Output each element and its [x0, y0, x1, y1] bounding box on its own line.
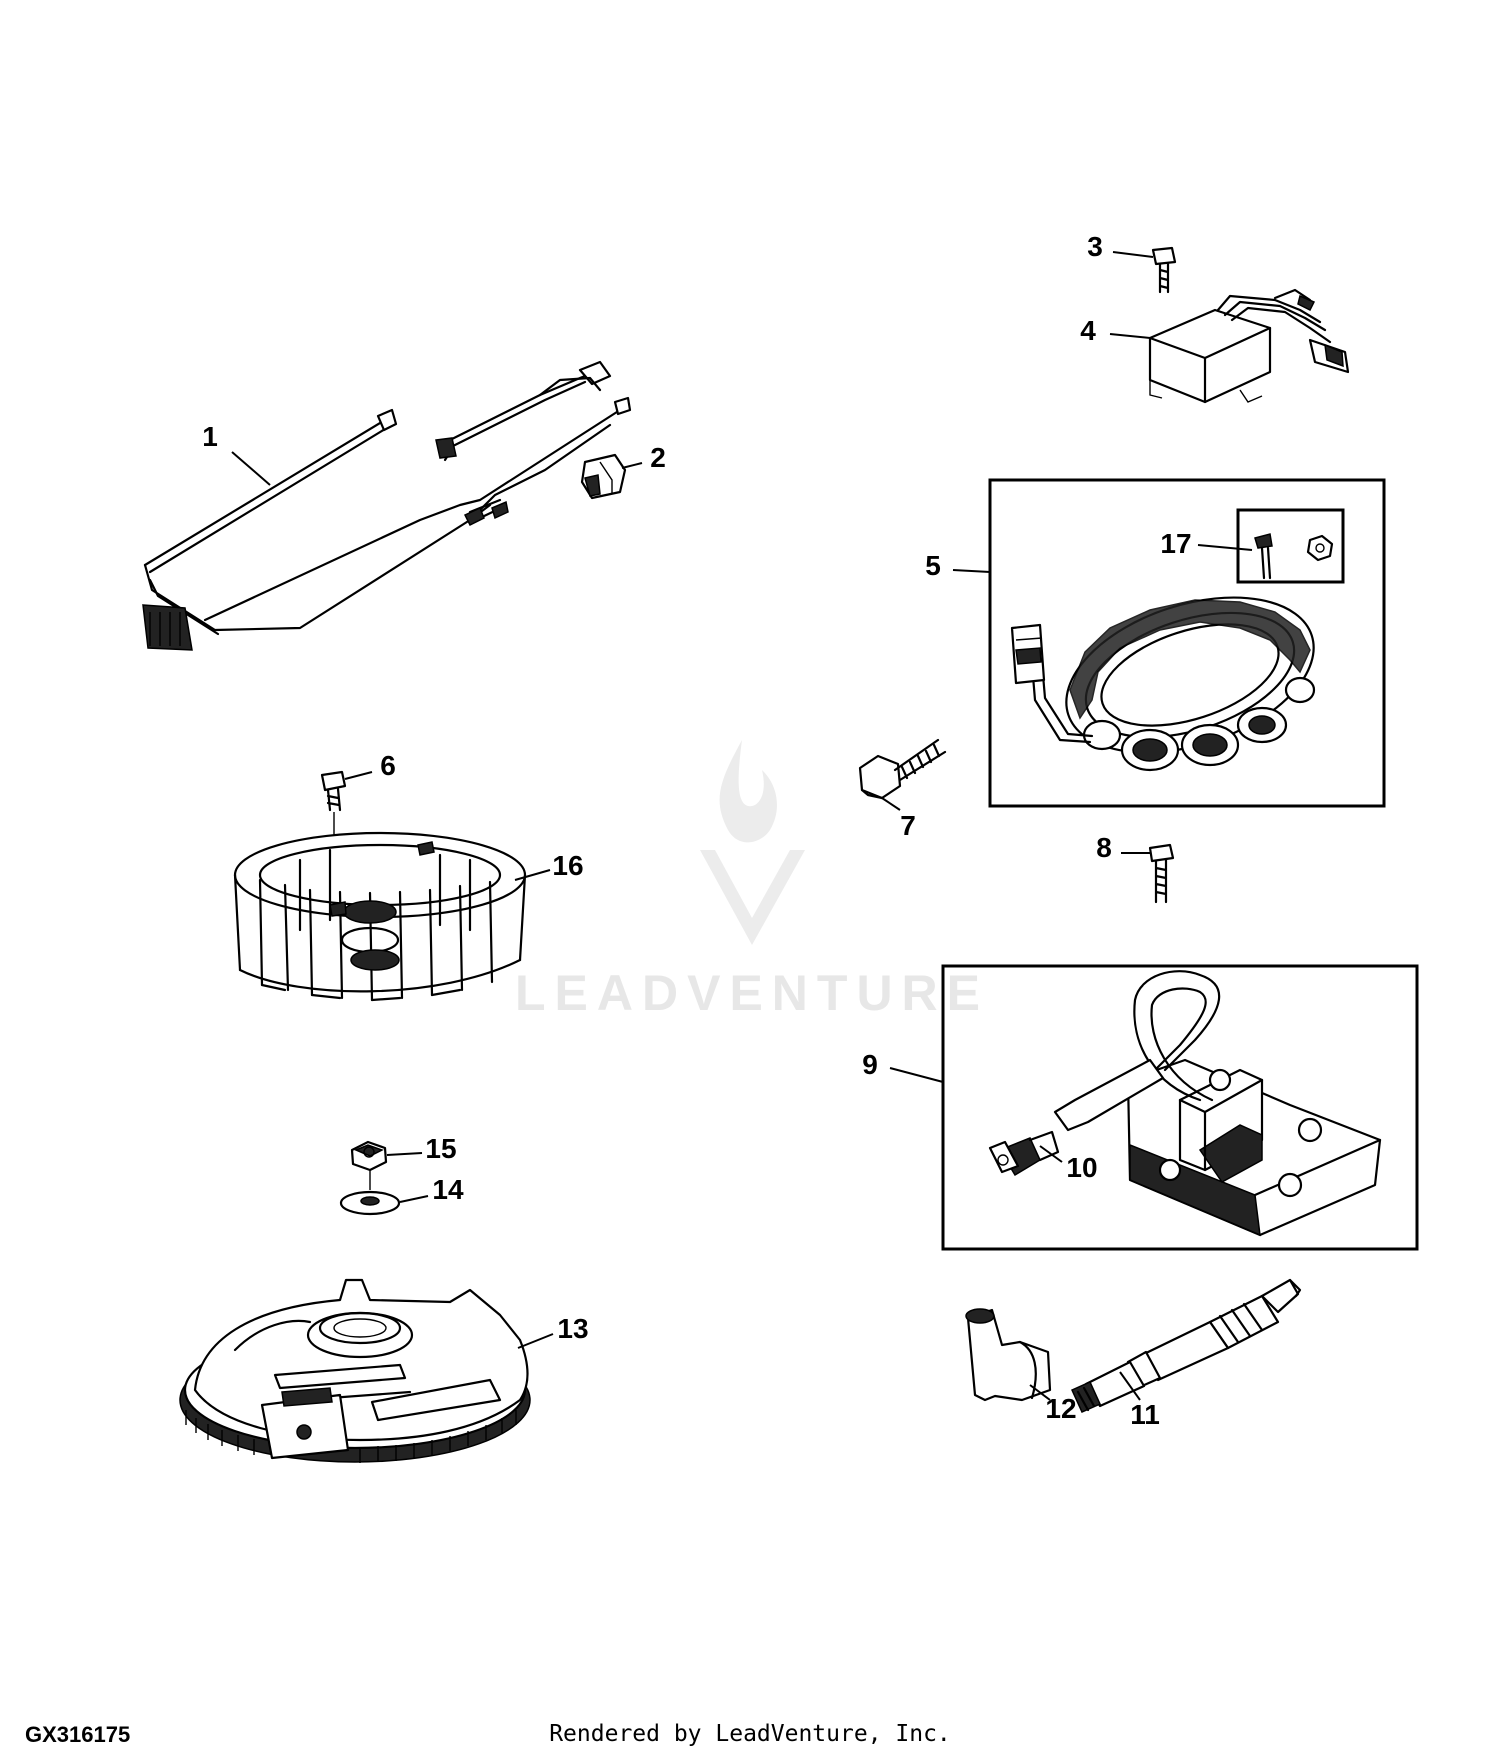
callout-9: 9 [862, 1049, 878, 1080]
watermark-text: LEADVENTURE [515, 965, 989, 1021]
callout-3: 3 [1087, 231, 1103, 262]
part-5-stator [1010, 596, 1316, 772]
ignition-module-box [941, 964, 1419, 1251]
callout-12: 12 [1045, 1393, 1076, 1424]
callout-8: 8 [1096, 832, 1112, 863]
diagram-id-code: GX316175 [25, 1722, 131, 1747]
part-17-hardware [1254, 533, 1334, 580]
callout-17: 17 [1160, 528, 1191, 559]
part-2-connector [580, 453, 627, 500]
leadventure-watermark: LEADVENTURE [515, 740, 989, 1021]
part-8-bolt [1148, 843, 1175, 904]
rendered-by-footer: Rendered by LeadVenture, Inc. [549, 1721, 951, 1747]
part-16-cooling-fan [233, 831, 527, 1002]
part-12-spark-plug-boot [965, 1308, 1052, 1402]
callout-7: 7 [900, 810, 916, 841]
part-6-bolt [320, 770, 347, 840]
part-3-screw [1151, 246, 1177, 294]
part-11-spark-plug [1071, 1278, 1302, 1413]
stator-kit-box [988, 478, 1386, 808]
callout-14: 14 [432, 1174, 464, 1205]
callout-2: 2 [650, 442, 666, 473]
callout-5: 5 [925, 550, 941, 581]
callout-15: 15 [425, 1133, 456, 1164]
hardware-kit-box [1236, 508, 1345, 584]
callout-6: 6 [380, 750, 396, 781]
part-13-flywheel [179, 1278, 531, 1463]
callout-4: 4 [1080, 315, 1096, 346]
part-9-ignition-module [988, 970, 1382, 1237]
part-7-bolt [858, 738, 947, 800]
callout-1: 1 [202, 421, 218, 452]
callout-13: 13 [557, 1313, 588, 1344]
part-4-regulator [1148, 288, 1350, 404]
part-15-nut [350, 1140, 388, 1190]
callout-16: 16 [552, 850, 583, 881]
callout-11: 11 [1130, 1399, 1160, 1430]
part-14-washer [339, 1190, 401, 1216]
callout-10: 10 [1066, 1152, 1097, 1183]
part-1-wiring-harness [142, 360, 632, 651]
